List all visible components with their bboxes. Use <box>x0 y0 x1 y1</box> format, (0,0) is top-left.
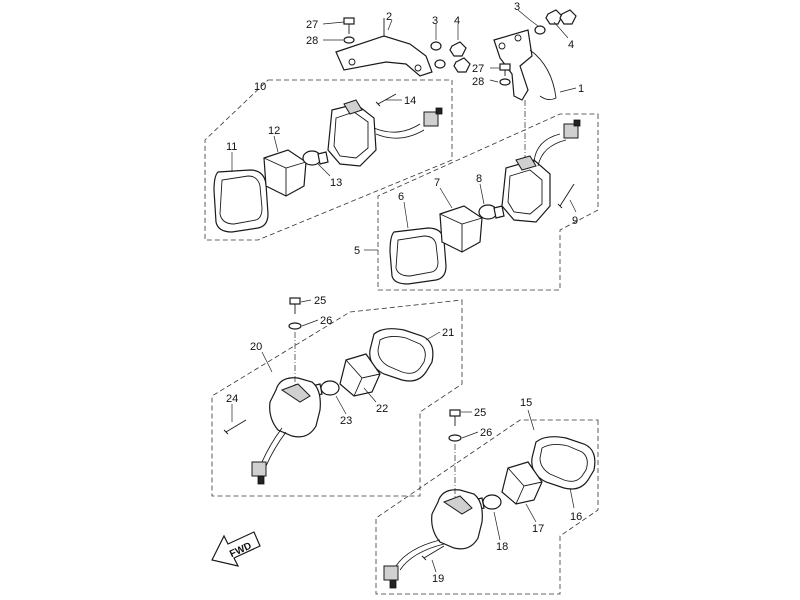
assembly-5-front-right-flasher <box>377 113 599 291</box>
callout-28-right: 28 <box>472 76 484 88</box>
callout-26-upper: 26 <box>320 315 332 327</box>
callout-16: 16 <box>570 511 582 523</box>
callout-22: 22 <box>376 403 388 415</box>
callout-19: 19 <box>432 573 444 585</box>
callout-8: 8 <box>476 173 482 185</box>
callout-11: 11 <box>226 141 237 153</box>
washer-26-upper <box>288 322 302 330</box>
reflector-22 <box>339 353 381 397</box>
callout-2: 2 <box>386 11 392 23</box>
callout-7: 7 <box>434 177 440 189</box>
lens-6 <box>389 227 447 285</box>
callout-3-right: 3 <box>514 1 520 13</box>
callout-4-left: 4 <box>454 15 460 27</box>
bulb-13 <box>302 150 329 166</box>
callout-9: 9 <box>572 215 578 227</box>
callout-3-left: 3 <box>432 15 438 27</box>
reflector-17 <box>501 461 543 505</box>
callout-28-left: 28 <box>306 35 318 47</box>
fwd-arrow-icon: FWD <box>211 531 261 567</box>
callout-14: 14 <box>404 95 416 107</box>
callout-6: 6 <box>398 191 404 203</box>
callout-27-right: 27 <box>472 63 484 75</box>
callout-18: 18 <box>496 541 508 553</box>
callout-10: 10 <box>254 81 266 93</box>
bolt-25-upper <box>289 297 301 314</box>
callout-25-lower: 25 <box>474 407 486 419</box>
callout-4-right: 4 <box>568 39 574 51</box>
screw-24 <box>223 419 247 435</box>
washer-28-left <box>343 36 355 44</box>
assembly-20-rear-left-flasher <box>211 299 463 497</box>
reflector-12 <box>263 149 307 197</box>
callout-21: 21 <box>442 327 454 339</box>
housing-front-left <box>327 99 443 167</box>
housing-rear-right <box>383 489 483 589</box>
nut-3-4-left <box>430 41 471 73</box>
callout-13: 13 <box>330 177 342 189</box>
callout-15: 15 <box>520 397 532 409</box>
bolt-27-left <box>343 17 355 34</box>
lens-11 <box>213 169 269 233</box>
stay-2 <box>335 18 433 77</box>
housing-front-right <box>501 119 581 223</box>
bulb-8 <box>478 204 505 220</box>
callout-26-lower: 26 <box>480 427 492 439</box>
washer-26-lower <box>448 434 462 442</box>
reflector-7 <box>439 205 483 253</box>
washer-28-right <box>499 78 511 86</box>
screw-9 <box>557 183 575 209</box>
callout-27-left: 27 <box>306 19 318 31</box>
leader-lines <box>231 9 577 573</box>
bolt-25-lower <box>449 409 461 426</box>
callout-23: 23 <box>340 415 352 427</box>
callout-5: 5 <box>354 245 360 257</box>
callout-1: 1 <box>578 83 584 95</box>
bolt-27-right <box>499 63 511 76</box>
callout-12: 12 <box>268 125 280 137</box>
callout-labels: 27 28 2 3 4 3 4 27 28 1 10 14 12 11 13 7… <box>226 1 584 585</box>
callout-25-upper: 25 <box>314 295 326 307</box>
callout-24: 24 <box>226 393 238 405</box>
callout-17: 17 <box>532 523 544 535</box>
assembly-10-front-left-flasher <box>204 79 453 241</box>
screw-14 <box>375 93 397 107</box>
screw-19 <box>421 545 445 561</box>
nut-3-4-right <box>534 9 577 35</box>
assembly-15-rear-right-flasher <box>375 419 599 595</box>
housing-rear-left <box>251 377 321 485</box>
callout-20: 20 <box>250 341 262 353</box>
